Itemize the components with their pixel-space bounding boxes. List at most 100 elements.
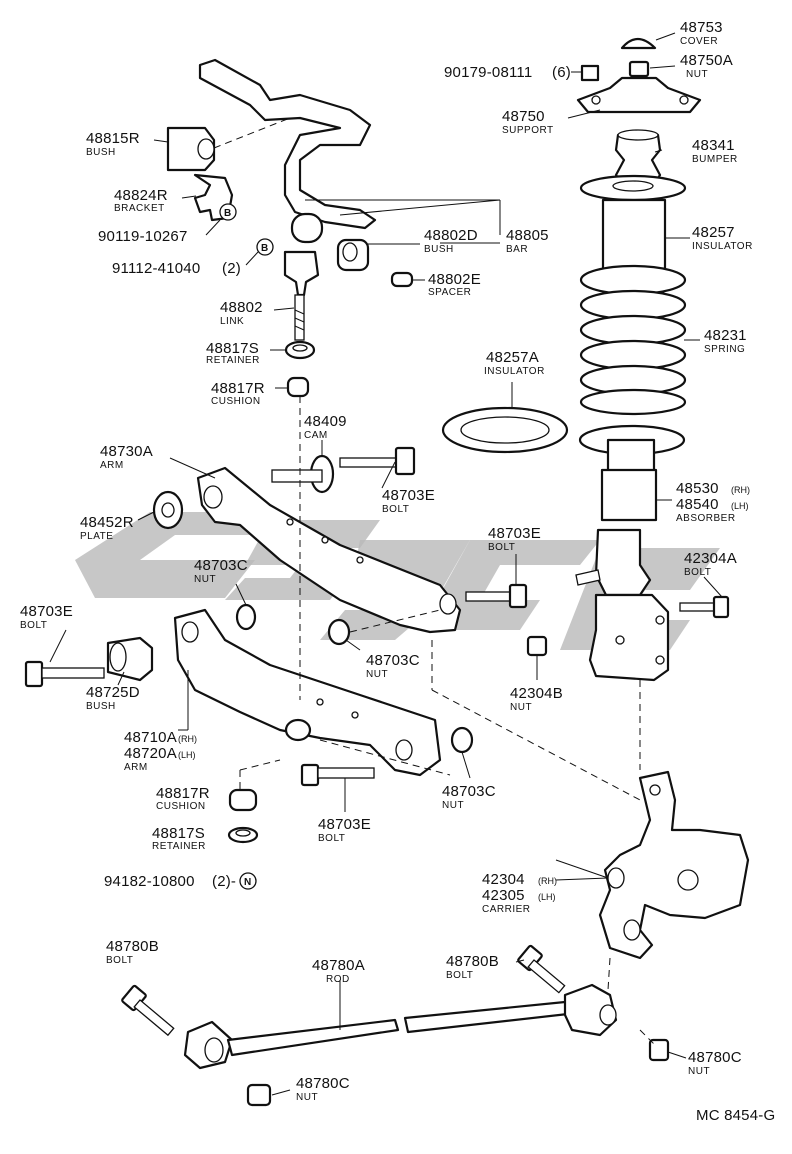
label-bolt-48703e-b: 48703E BOLT <box>488 525 541 553</box>
svg-text:CARRIER: CARRIER <box>482 904 531 915</box>
label-std-90179: 90179-08111 (6) <box>444 64 571 81</box>
svg-text:(LH): (LH) <box>178 750 196 760</box>
svg-text:48780C: 48780C <box>296 1075 350 1092</box>
label-bumper: 48341 BUMPER <box>692 137 737 165</box>
link-drawing <box>283 250 320 341</box>
svg-text:48703E: 48703E <box>488 525 541 542</box>
cushion-mid-drawing <box>284 718 312 742</box>
label-bush-48815r: 48815R BUSH <box>86 130 140 158</box>
svg-text:91112-41040: 91112-41040 <box>112 260 200 277</box>
label-bar: 48805 BAR <box>506 227 549 255</box>
nut-48780c-l-drawing <box>246 1083 272 1107</box>
svg-text:COVER: COVER <box>680 36 718 47</box>
bolt-48703e-c-drawing <box>24 660 105 688</box>
label-arm-48710a: 48710A (RH) 48720A (LH) ARM <box>124 729 197 773</box>
svg-text:ARM: ARM <box>100 460 124 471</box>
cam-drawing <box>271 454 335 494</box>
svg-text:48703E: 48703E <box>318 816 371 833</box>
spacer-drawing <box>390 271 414 288</box>
label-support: 48750 SUPPORT <box>502 108 554 136</box>
label-bolt-48703e-a: 48703E BOLT <box>382 487 435 515</box>
svg-text:48231: 48231 <box>704 327 747 344</box>
svg-text:48750: 48750 <box>502 108 545 125</box>
cushion-bot-drawing <box>228 788 258 812</box>
svg-text:BRACKET: BRACKET <box>114 203 165 214</box>
spring-drawing <box>579 264 687 416</box>
svg-text:SPACER: SPACER <box>428 287 471 298</box>
svg-text:B: B <box>261 243 268 254</box>
svg-text:48720A: 48720A <box>124 745 177 762</box>
stabilizer-bar-drawing <box>198 58 377 244</box>
upper-spring-seat-drawing <box>579 174 687 202</box>
label-rod: 48780A ROD <box>312 957 365 985</box>
svg-text:NUT: NUT <box>510 702 532 713</box>
label-cushion-top: 48817R CUSHION <box>211 380 265 407</box>
label-cover: 48753 COVER <box>680 19 723 47</box>
label-nut-48703c-a: 48703C NUT <box>194 557 248 585</box>
svg-text:48703C: 48703C <box>366 652 420 669</box>
svg-text:48817R: 48817R <box>156 785 210 802</box>
nut-42304b-drawing <box>526 635 548 657</box>
svg-text:90179-08111: 90179-08111 <box>444 64 532 81</box>
label-nut-42304b: 42304B NUT <box>510 685 563 713</box>
bush-48802d-drawing <box>336 238 370 272</box>
svg-text:BOLT: BOLT <box>382 504 409 515</box>
svg-text:48703C: 48703C <box>194 557 248 574</box>
svg-text:94182-10800: 94182-10800 <box>104 873 195 890</box>
diagram-code: MC 8454-G <box>696 1107 775 1124</box>
svg-text:(6): (6) <box>552 64 571 81</box>
bush-48815r-drawing <box>166 126 216 172</box>
svg-text:NUT: NUT <box>296 1092 318 1103</box>
svg-text:48817S: 48817S <box>206 340 259 357</box>
nut-90179-drawing <box>580 64 600 82</box>
svg-text:48710A: 48710A <box>124 729 177 746</box>
svg-text:PLATE: PLATE <box>80 531 113 542</box>
svg-text:48780A: 48780A <box>312 957 365 974</box>
bolt-48703e-d-drawing <box>300 763 375 787</box>
label-insulator-48257: 48257 INSULATOR <box>692 224 752 252</box>
circle-b-1: B <box>219 203 237 221</box>
svg-text:CUSHION: CUSHION <box>211 396 261 407</box>
carrier-drawing <box>598 770 750 960</box>
svg-text:NUT: NUT <box>686 69 708 80</box>
svg-text:(RH): (RH) <box>538 876 557 886</box>
circle-n: N <box>239 872 257 890</box>
label-link: 48802 LINK <box>220 299 263 327</box>
svg-text:48530: 48530 <box>676 480 719 497</box>
svg-text:48780B: 48780B <box>446 953 499 970</box>
leader-lines <box>49 32 723 1096</box>
svg-text:48409: 48409 <box>304 413 347 430</box>
svg-text:RETAINER: RETAINER <box>206 355 260 366</box>
svg-text:SUPPORT: SUPPORT <box>502 125 554 136</box>
label-std-91112: 91112-41040 (2) <box>112 260 241 277</box>
label-bush-48802d: 48802D BUSH <box>424 227 478 255</box>
label-std-90119: 90119-10267 <box>98 228 187 245</box>
cover-drawing <box>620 37 657 50</box>
label-bolt-48780b-l: 48780B BOLT <box>106 938 159 966</box>
svg-text:(2): (2) <box>222 260 241 277</box>
plate-drawing <box>152 490 184 530</box>
svg-text:ROD: ROD <box>326 974 350 985</box>
svg-text:48725D: 48725D <box>86 684 140 701</box>
label-plate: 48452R PLATE <box>80 514 134 542</box>
svg-text:N: N <box>244 877 251 888</box>
absorber-drawing <box>575 424 686 682</box>
label-bolt-48703e-d: 48703E BOLT <box>318 816 371 844</box>
svg-text:(2)-: (2)- <box>212 873 236 890</box>
svg-text:42304: 42304 <box>482 871 525 888</box>
cushion-top-drawing <box>286 376 310 398</box>
svg-text:SPRING: SPRING <box>704 344 745 355</box>
svg-text:48824R: 48824R <box>114 187 168 204</box>
label-arm-48730a: 48730A ARM <box>100 443 153 471</box>
label-nut-48750a: 48750A NUT <box>680 52 733 80</box>
label-nut-48780c-r: 48780C NUT <box>688 1049 742 1077</box>
svg-text:48802: 48802 <box>220 299 263 316</box>
insulator-48257a-drawing <box>441 406 569 454</box>
arm-48710a-drawing <box>173 608 442 777</box>
svg-text:48750A: 48750A <box>680 52 733 69</box>
parts-artwork: B B <box>24 37 750 1107</box>
bolt-48703e-b-drawing <box>465 583 528 609</box>
svg-text:BUSH: BUSH <box>86 701 116 712</box>
label-bolt-48780b-r: 48780B BOLT <box>446 953 499 981</box>
circle-b-2: B <box>256 238 274 256</box>
